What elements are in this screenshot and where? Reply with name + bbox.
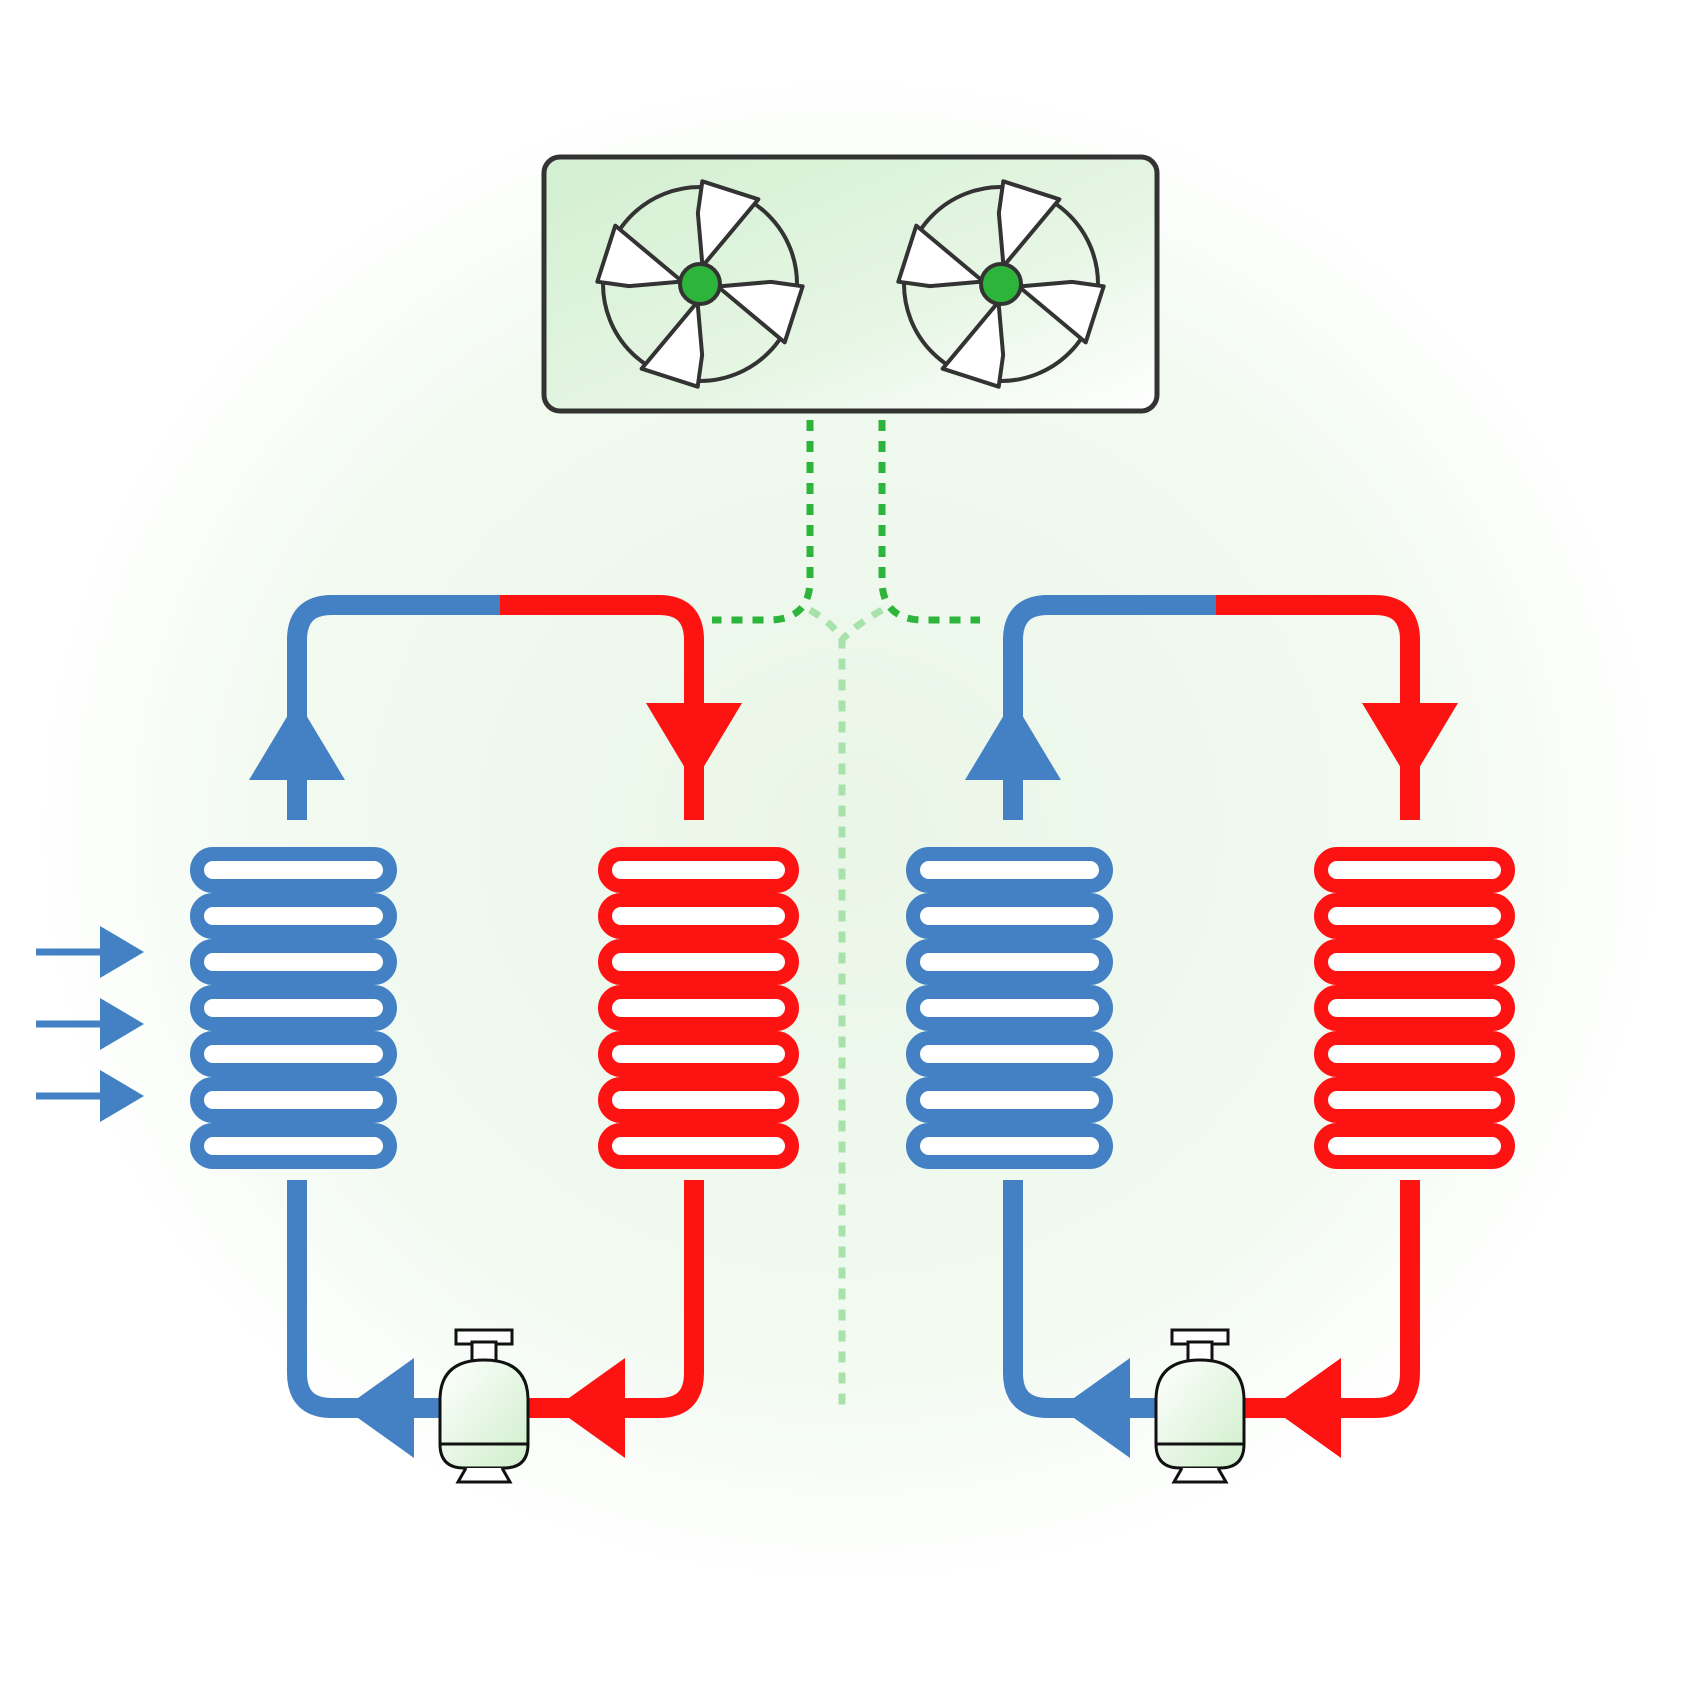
coil-loop: [190, 1031, 397, 1077]
control-line-left: [712, 420, 814, 624]
coil-loop: [906, 1123, 1113, 1169]
coil: [598, 847, 799, 1169]
arrow-left-icon: [1060, 1358, 1130, 1458]
control-line-right: [878, 420, 980, 624]
coil-loop: [598, 939, 799, 985]
coil-loop: [190, 985, 397, 1031]
fan-icon: [896, 179, 1106, 389]
coil-loop: [598, 847, 799, 893]
coil-loop: [1314, 1123, 1515, 1169]
fan-icon: [595, 179, 805, 389]
control-line-center-join: [839, 606, 884, 643]
coil-loop: [906, 1031, 1113, 1077]
refrigerant-circuit: [190, 595, 799, 1484]
coil-loop: [1314, 1077, 1515, 1123]
tank-body: [1154, 1358, 1246, 1470]
coil-loop: [598, 893, 799, 939]
tank-body: [438, 1358, 530, 1470]
gas-cylinder-icon: [1154, 1328, 1246, 1484]
arrow-down-icon: [646, 703, 742, 783]
arrow-left-icon: [1271, 1358, 1341, 1458]
arrow-right-icon: [36, 998, 144, 1050]
coil-loop: [1314, 939, 1515, 985]
background-glow: [30, 70, 1670, 1590]
coil-loop: [1314, 985, 1515, 1031]
fan-blade: [639, 299, 705, 389]
coil: [190, 847, 397, 1169]
coil-loop: [906, 893, 1113, 939]
arrow-down-icon: [1362, 703, 1458, 783]
coil-loop: [190, 847, 397, 893]
gas-cylinder-icon: [438, 1328, 530, 1484]
fan-hub: [678, 262, 722, 306]
coil-loop: [1314, 847, 1515, 893]
coil-loop: [1314, 893, 1515, 939]
airflow-head: [100, 1070, 144, 1122]
refrigerant-circuit: [906, 595, 1515, 1484]
coil-loop: [1314, 1031, 1515, 1077]
cold-bottom-pipe: [287, 1180, 450, 1418]
airflow-head: [100, 926, 144, 978]
coil-loop: [190, 1077, 397, 1123]
hot-bottom-pipe: [525, 1180, 704, 1418]
arrow-up-icon: [249, 700, 345, 780]
arrow-left-icon: [344, 1358, 414, 1458]
fan-blade: [715, 279, 805, 345]
coil: [1314, 847, 1515, 1169]
coil-loop: [906, 1077, 1113, 1123]
coil-loop: [190, 1123, 397, 1169]
fan-blade: [1016, 279, 1106, 345]
fan-blade: [695, 179, 761, 269]
arrow-left-icon: [555, 1358, 625, 1458]
arrow-right-icon: [36, 1070, 144, 1122]
cold-return-pipe: [287, 595, 500, 820]
coil-loop: [598, 985, 799, 1031]
coil-loop: [190, 893, 397, 939]
fan-blade: [896, 223, 986, 289]
arrow-up-icon: [965, 700, 1061, 780]
coil-loop: [598, 1077, 799, 1123]
fan-blade: [595, 223, 685, 289]
cold-return-pipe: [1003, 595, 1216, 820]
arrow-right-icon: [36, 926, 144, 978]
hot-bottom-pipe: [1241, 1180, 1420, 1418]
hot-supply-pipe: [500, 595, 704, 820]
coil-loop: [906, 847, 1113, 893]
coil: [906, 847, 1113, 1169]
airflow-head: [100, 998, 144, 1050]
tank-foot: [455, 1467, 513, 1484]
coil-loop: [598, 1031, 799, 1077]
hot-supply-pipe: [1216, 595, 1420, 820]
coil-loop: [598, 1123, 799, 1169]
tank-foot: [1171, 1467, 1229, 1484]
coil-loop: [190, 939, 397, 985]
coil-loop: [906, 985, 1113, 1031]
coil-loop: [906, 939, 1113, 985]
fan-hub: [979, 262, 1023, 306]
fan-blade: [940, 299, 1006, 389]
cold-bottom-pipe: [1003, 1180, 1166, 1418]
fan-blade: [996, 179, 1062, 269]
